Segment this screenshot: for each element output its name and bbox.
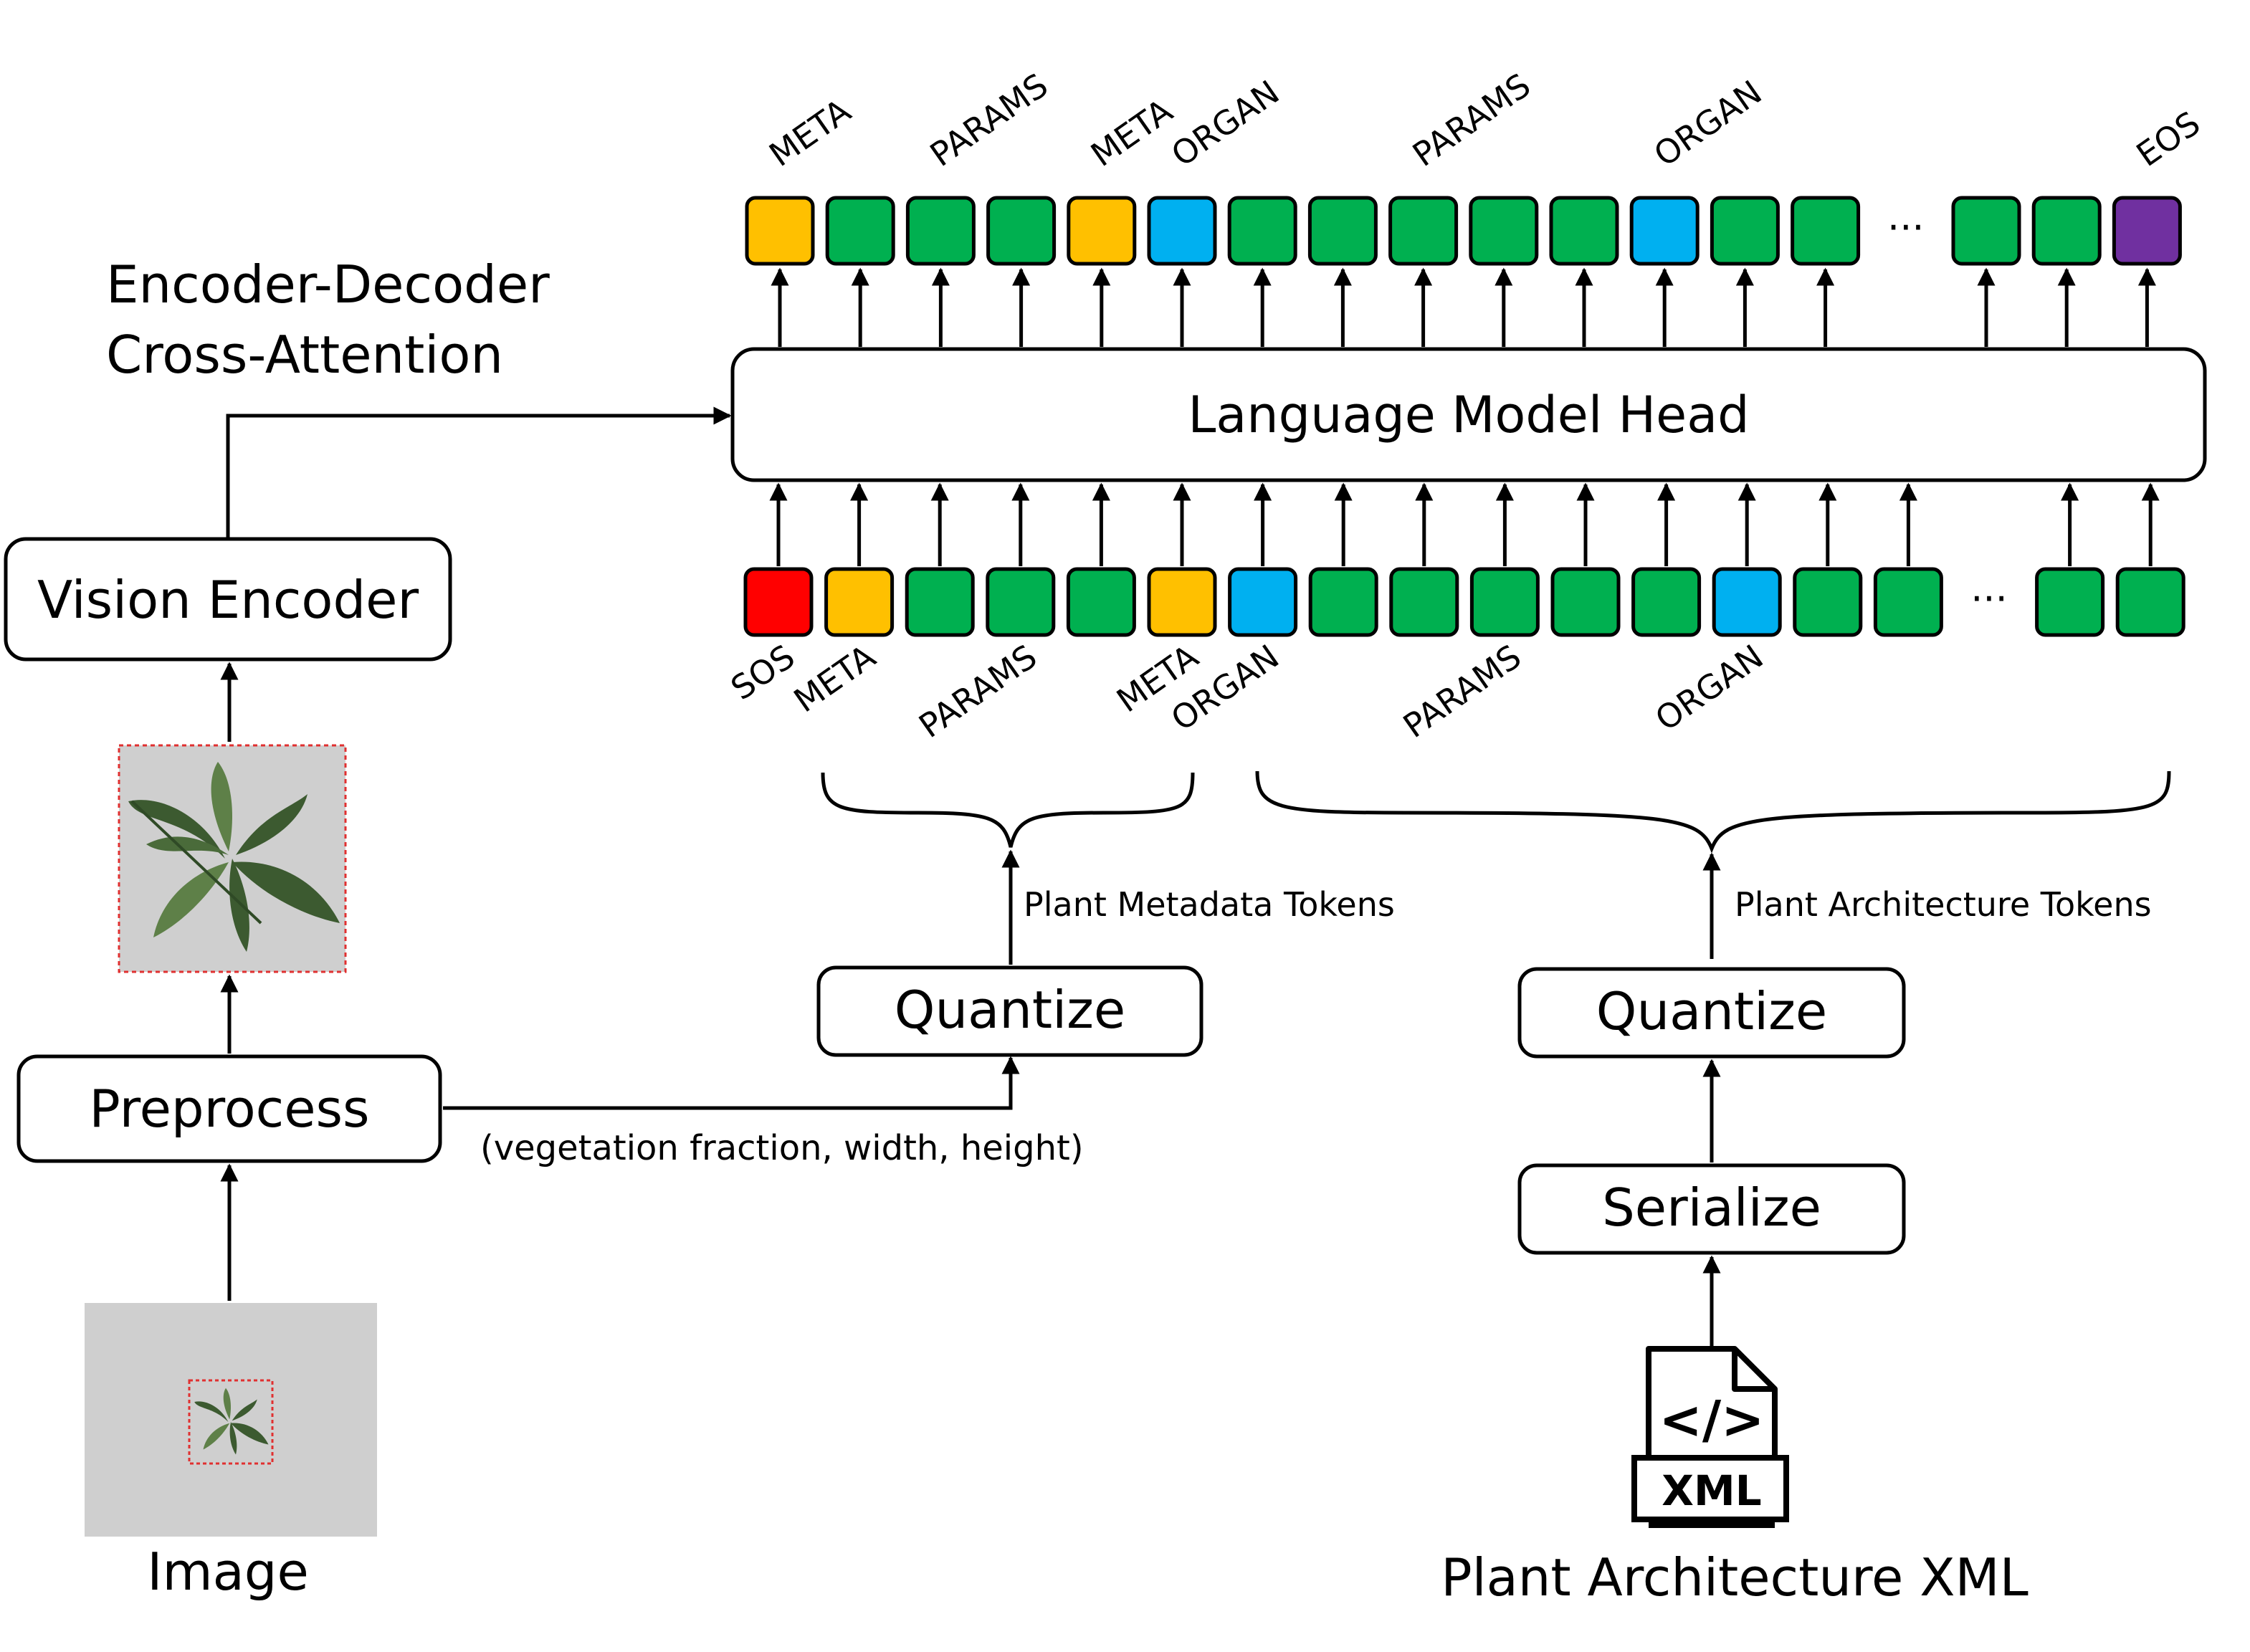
token-params <box>986 196 1057 266</box>
token-params <box>1549 196 1619 266</box>
leaf-icon <box>194 1388 269 1455</box>
token-label-params: PARAMS <box>923 66 1055 174</box>
token-params <box>1793 567 1863 637</box>
quantize-arch-label: Quantize <box>1596 981 1827 1041</box>
token-params <box>1389 567 1459 637</box>
token-label-meta: META <box>787 636 883 720</box>
token-label-params: PARAMS <box>912 637 1044 745</box>
token-meta <box>824 567 895 637</box>
cropped-plant-image <box>118 744 347 973</box>
cross-attention-label-2: Cross-Attention <box>106 325 503 385</box>
xml-icon-text: XML <box>1662 1466 1761 1515</box>
token-meta <box>1067 196 1137 266</box>
token-params <box>1227 196 1297 266</box>
lm-head-box <box>730 347 2207 482</box>
token-params <box>905 196 976 266</box>
token-params <box>1710 196 1780 266</box>
cross-attention-label-1: Encoder-Decoder <box>106 254 550 315</box>
token-eos <box>2112 196 2182 266</box>
token-params <box>2035 567 2105 637</box>
token-params <box>1631 567 1702 637</box>
token-label-meta: META <box>1084 91 1180 174</box>
token-label-organ: ORGAN <box>1164 72 1286 174</box>
token-params <box>2115 567 2185 637</box>
metadata-tokens-label: Plant Metadata Tokens <box>1024 885 1395 924</box>
quantize-meta-box <box>816 965 1203 1057</box>
token-sos <box>743 567 814 637</box>
xml-icon-code: </> <box>1659 1390 1765 1450</box>
arrow-preprocess-to-quantize <box>443 1056 1020 1110</box>
quantize-arch-box <box>1517 967 1906 1059</box>
token-label-params: PARAMS <box>1396 637 1528 745</box>
token-label-meta: META <box>762 91 858 174</box>
token-ellipsis: ··· <box>1970 576 2008 621</box>
token-ellipsis: ··· <box>1887 205 1925 250</box>
metadata-tokens-brace <box>821 772 1195 848</box>
token-meta <box>745 196 815 266</box>
token-params <box>1469 567 1540 637</box>
quantize-meta-label: Quantize <box>895 980 1125 1040</box>
xml-source-label: Plant Architecture XML <box>1441 1547 2029 1608</box>
token-params <box>825 196 895 266</box>
token-label-params: PARAMS <box>1406 66 1538 174</box>
preprocess-box <box>16 1054 442 1163</box>
vision-encoder-box <box>4 537 452 662</box>
vision-encoder-label: Vision Encoder <box>37 570 419 630</box>
token-params <box>1791 196 1861 266</box>
token-organ <box>1228 567 1298 637</box>
token-organ <box>1629 196 1700 266</box>
preprocess-label: Preprocess <box>89 1079 369 1139</box>
token-label-eos: EOS <box>2130 104 2207 174</box>
image-label: Image <box>147 1542 309 1602</box>
serialize-label: Serialize <box>1602 1178 1821 1238</box>
architecture-tokens-label: Plant Architecture Tokens <box>1735 885 2152 924</box>
token-organ <box>1147 196 1217 266</box>
token-label-organ: ORGAN <box>1649 637 1770 739</box>
token-params <box>1307 196 1378 266</box>
token-params <box>1469 196 1539 266</box>
token-params <box>1308 567 1378 637</box>
token-label-organ: ORGAN <box>1647 72 1769 174</box>
lm-head-label: Language Model Head <box>1188 386 1749 444</box>
token-params <box>1873 567 1943 637</box>
token-params <box>1066 567 1136 637</box>
token-organ <box>1712 567 1782 637</box>
token-params <box>1951 196 2021 266</box>
token-params <box>905 567 975 637</box>
architecture-tokens-brace <box>1255 770 2171 854</box>
input-image <box>85 1303 377 1537</box>
cross-attention-arrow <box>226 406 732 539</box>
token-params <box>1388 196 1459 266</box>
serialize-box <box>1517 1163 1906 1255</box>
token-label-sos: SOS <box>724 637 801 707</box>
leaf-icon <box>128 762 340 952</box>
token-meta <box>1147 567 1217 637</box>
token-params <box>1550 567 1621 637</box>
preprocess-outputs-label: (vegetation fraction, width, height) <box>480 1128 1084 1168</box>
token-params <box>2031 196 2102 266</box>
token-params <box>986 567 1056 637</box>
xml-file-icon: </> XML <box>1631 1346 1789 1528</box>
